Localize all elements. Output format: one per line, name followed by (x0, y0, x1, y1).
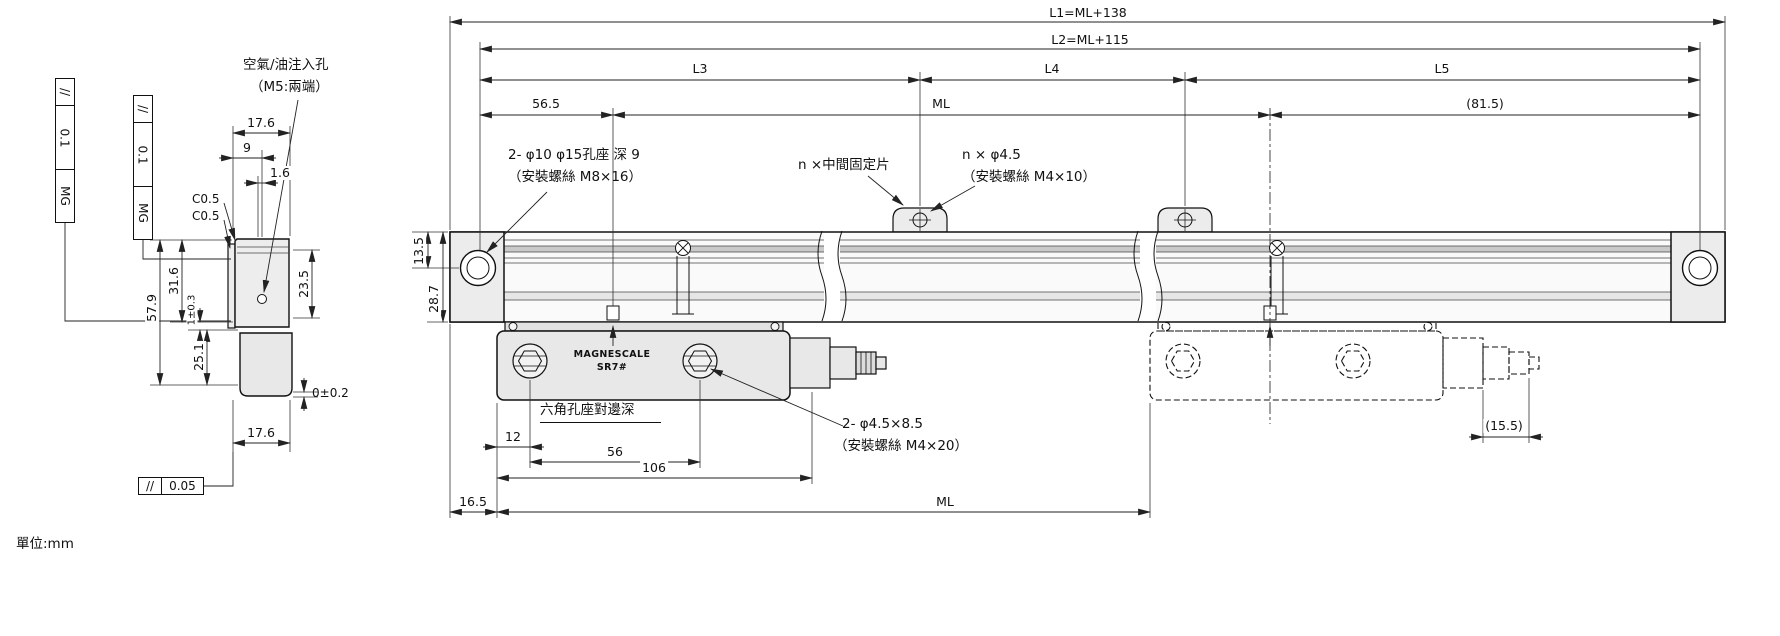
dim-23-5: 23.5 (296, 268, 312, 300)
dim-9: 9 (241, 140, 253, 155)
parallelism-symbol-cell: // (134, 96, 152, 123)
dim-16-5: 16.5 (457, 494, 489, 509)
section-dimension-lines (156, 129, 316, 447)
main-leader-lines (486, 175, 976, 427)
reader-head (496, 321, 887, 401)
dim-56: 56 (605, 444, 625, 459)
section-view-linework (227, 238, 293, 397)
mid-clamp-callout: n ×中間固定片 (798, 157, 890, 173)
dim-ml-top: ML (930, 96, 952, 111)
dim-L3: L3 (690, 61, 710, 76)
dim-L5: L5 (1432, 61, 1452, 76)
parallelism-symbol: // (58, 87, 72, 97)
tolerance-value: 0.1 (58, 127, 72, 148)
counterbore-callout-line2: （安裝螺絲 M8×16） (508, 169, 643, 185)
parallelism-symbol: // (139, 478, 163, 494)
dim-12: 12 (503, 429, 523, 444)
dim-56-5: 56.5 (530, 96, 562, 111)
dim-1-6: 1.6 (268, 165, 292, 180)
head-hole-callout-line1: 2- φ4.5×8.5 (842, 416, 923, 432)
brand-name: MAGNESCALE (573, 349, 651, 360)
air-hole-callout-line1: 空氣/油注入孔 (243, 57, 329, 73)
dim-57-9: 57.9 (144, 292, 160, 324)
counterbore-callout-line1: 2- φ10 φ15孔座 深 9 (508, 147, 640, 163)
dim-bottom-width-17-6: 17.6 (245, 425, 277, 440)
dim-81-5: (81.5) (1464, 96, 1506, 111)
section-leader-lines (64, 99, 299, 487)
chamfer-callout-1: C0.5 (192, 192, 220, 206)
dim-L1: L1=ML+138 (1047, 5, 1129, 20)
dim-106: 106 (640, 460, 668, 475)
datum-cell: MG (134, 187, 152, 239)
dim-25-1: 25.1 (191, 341, 207, 373)
parallelism-frame: // 0.05 (138, 477, 204, 495)
chamfer-callout-2: C0.5 (192, 209, 220, 223)
dim-15-5: (15.5) (1483, 418, 1525, 433)
parallelism-flag-right: // 0.1 MG (133, 95, 153, 240)
dim-13-5: 13.5 (411, 235, 427, 267)
mid-hole-callout-line1: n × φ4.5 (962, 147, 1021, 163)
main-dimension-lines (424, 18, 1727, 516)
head-hole-callout-line2: （安裝螺絲 M4×20） (834, 438, 969, 454)
dim-31-6: 31.6 (166, 265, 182, 297)
dim-ml-bottom: ML (934, 494, 956, 509)
mid-hole-callout-line2: （安裝螺絲 M4×10） (962, 169, 1097, 185)
parallelism-symbol: // (136, 104, 150, 114)
air-hole-callout-line2: （M5:兩端） (250, 79, 329, 95)
hex-socket-note: 六角孔座對邊深 (540, 402, 661, 423)
parallelism-symbol-cell: // (56, 79, 74, 106)
datum-label: MG (136, 203, 150, 223)
dim-flush-tol: 0±0.2 (312, 386, 349, 400)
dim-L4: L4 (1042, 61, 1062, 76)
tolerance-value-cell: 0.1 (56, 106, 74, 170)
dim-top-width-17-6: 17.6 (245, 115, 277, 130)
dim-L2: L2=ML+115 (1049, 32, 1131, 47)
unit-note: 單位:mm (16, 536, 74, 552)
main-extension-lines (412, 16, 1726, 518)
datum-label: MG (58, 186, 72, 206)
parallelism-flag-left: // 0.1 MG (55, 78, 75, 223)
parallelism-value: 0.05 (169, 479, 196, 493)
tolerance-value: 0.1 (136, 144, 150, 165)
tolerance-value-cell: 0.1 (134, 123, 152, 187)
main-view-linework (449, 108, 1726, 424)
reader-head-phantom (1149, 321, 1540, 401)
dim-28-7: 28.7 (426, 283, 442, 315)
dim-gap-tol: 1±0.3 (186, 292, 198, 328)
model-name: SR7# (596, 362, 628, 373)
datum-cell: MG (56, 170, 74, 222)
